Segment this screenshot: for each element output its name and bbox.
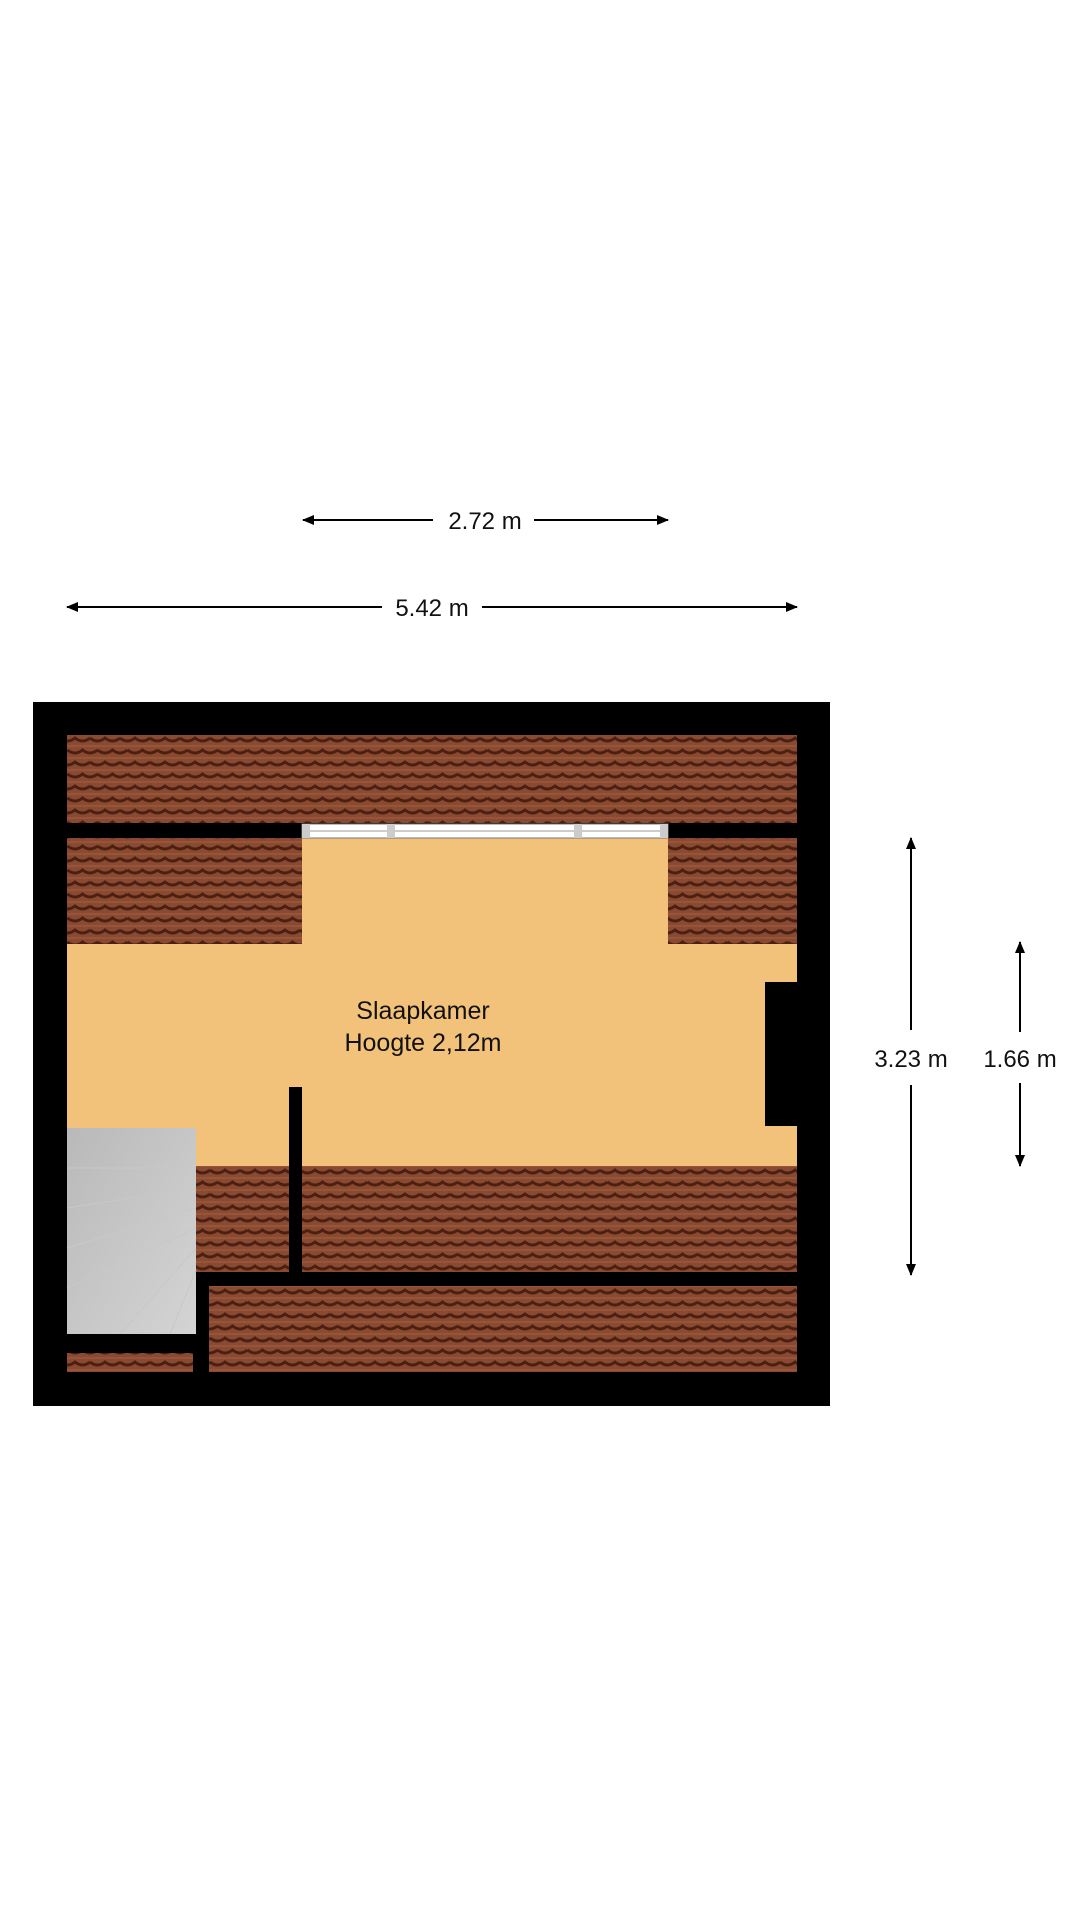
stair-landing-wall: [67, 1334, 196, 1353]
roof-tiles-middle-lower: [196, 1166, 797, 1272]
dimension-right-outer: 3.23 m: [874, 837, 948, 1276]
room-floor: [67, 838, 797, 1166]
internal-wall: [289, 1087, 302, 1273]
roof-tiles-left-upper: [67, 838, 302, 944]
dimension-label-right-outer: 3.23 m: [874, 1046, 947, 1073]
roof-tiles-right-upper: [668, 838, 797, 944]
dimension-label-top-outer: 5.42 m: [395, 595, 468, 622]
dimension-top-inner: 2.72 m: [302, 508, 669, 535]
chimney-block: [765, 982, 797, 1126]
roof-tiles-bottom-left: [67, 1353, 193, 1372]
roof-tiles-bottom: [209, 1286, 797, 1372]
room-height: Hoogte 2,12m: [344, 1029, 501, 1057]
staircase-icon: [66, 1128, 197, 1335]
dimension-top-outer: 5.42 m: [66, 595, 798, 622]
room-name: Slaapkamer: [356, 997, 489, 1025]
internal-wall-bottom: [196, 1272, 797, 1286]
window-icon: [301, 823, 669, 839]
roof-tiles-top: [67, 735, 797, 823]
dimension-right-inner: 1.66 m: [983, 941, 1057, 1167]
dimension-label-right-inner: 1.66 m: [983, 1046, 1056, 1073]
dimension-label-top-inner: 2.72 m: [448, 508, 521, 535]
internal-wall-stair-side: [196, 1286, 209, 1372]
